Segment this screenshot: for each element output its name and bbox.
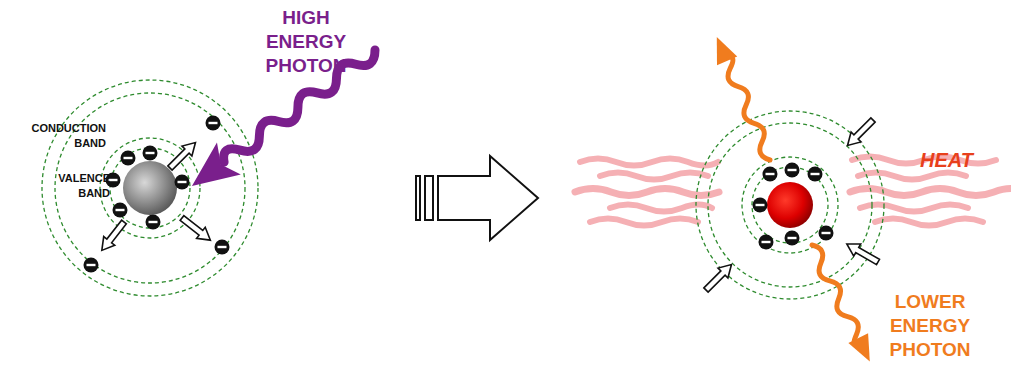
lower-energy-photon <box>707 33 780 165</box>
atom-after <box>696 111 884 299</box>
transition-arrow <box>416 156 538 240</box>
photon-label: HIGH ENERGY PHOTON <box>258 6 354 78</box>
atom-before <box>42 80 258 296</box>
lower-energy-photon <box>802 240 880 366</box>
photon-label: LOWER ENERGY PHOTON <box>872 290 988 362</box>
band-label: VALENCE BAND <box>52 171 110 201</box>
band-label: CONDUCTION BAND <box>4 121 106 151</box>
heat-label: HEAT <box>920 148 1000 172</box>
